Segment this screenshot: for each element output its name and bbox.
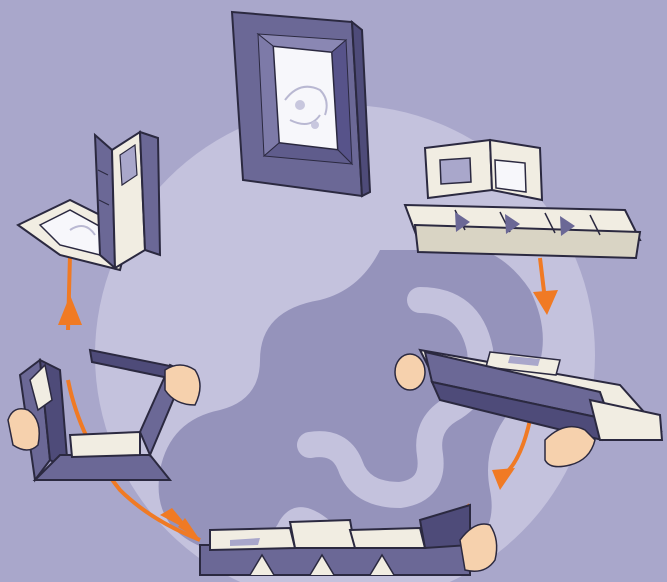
rolling-frame-edge-icon bbox=[394, 348, 664, 468]
folding-side-panels-icon bbox=[93, 130, 162, 271]
raising-frame-sides-icon bbox=[7, 348, 201, 483]
folding-corners-icon bbox=[199, 503, 498, 576]
flat-frame-template-icon bbox=[403, 138, 642, 260]
finished-picture-frame-icon bbox=[230, 10, 372, 198]
